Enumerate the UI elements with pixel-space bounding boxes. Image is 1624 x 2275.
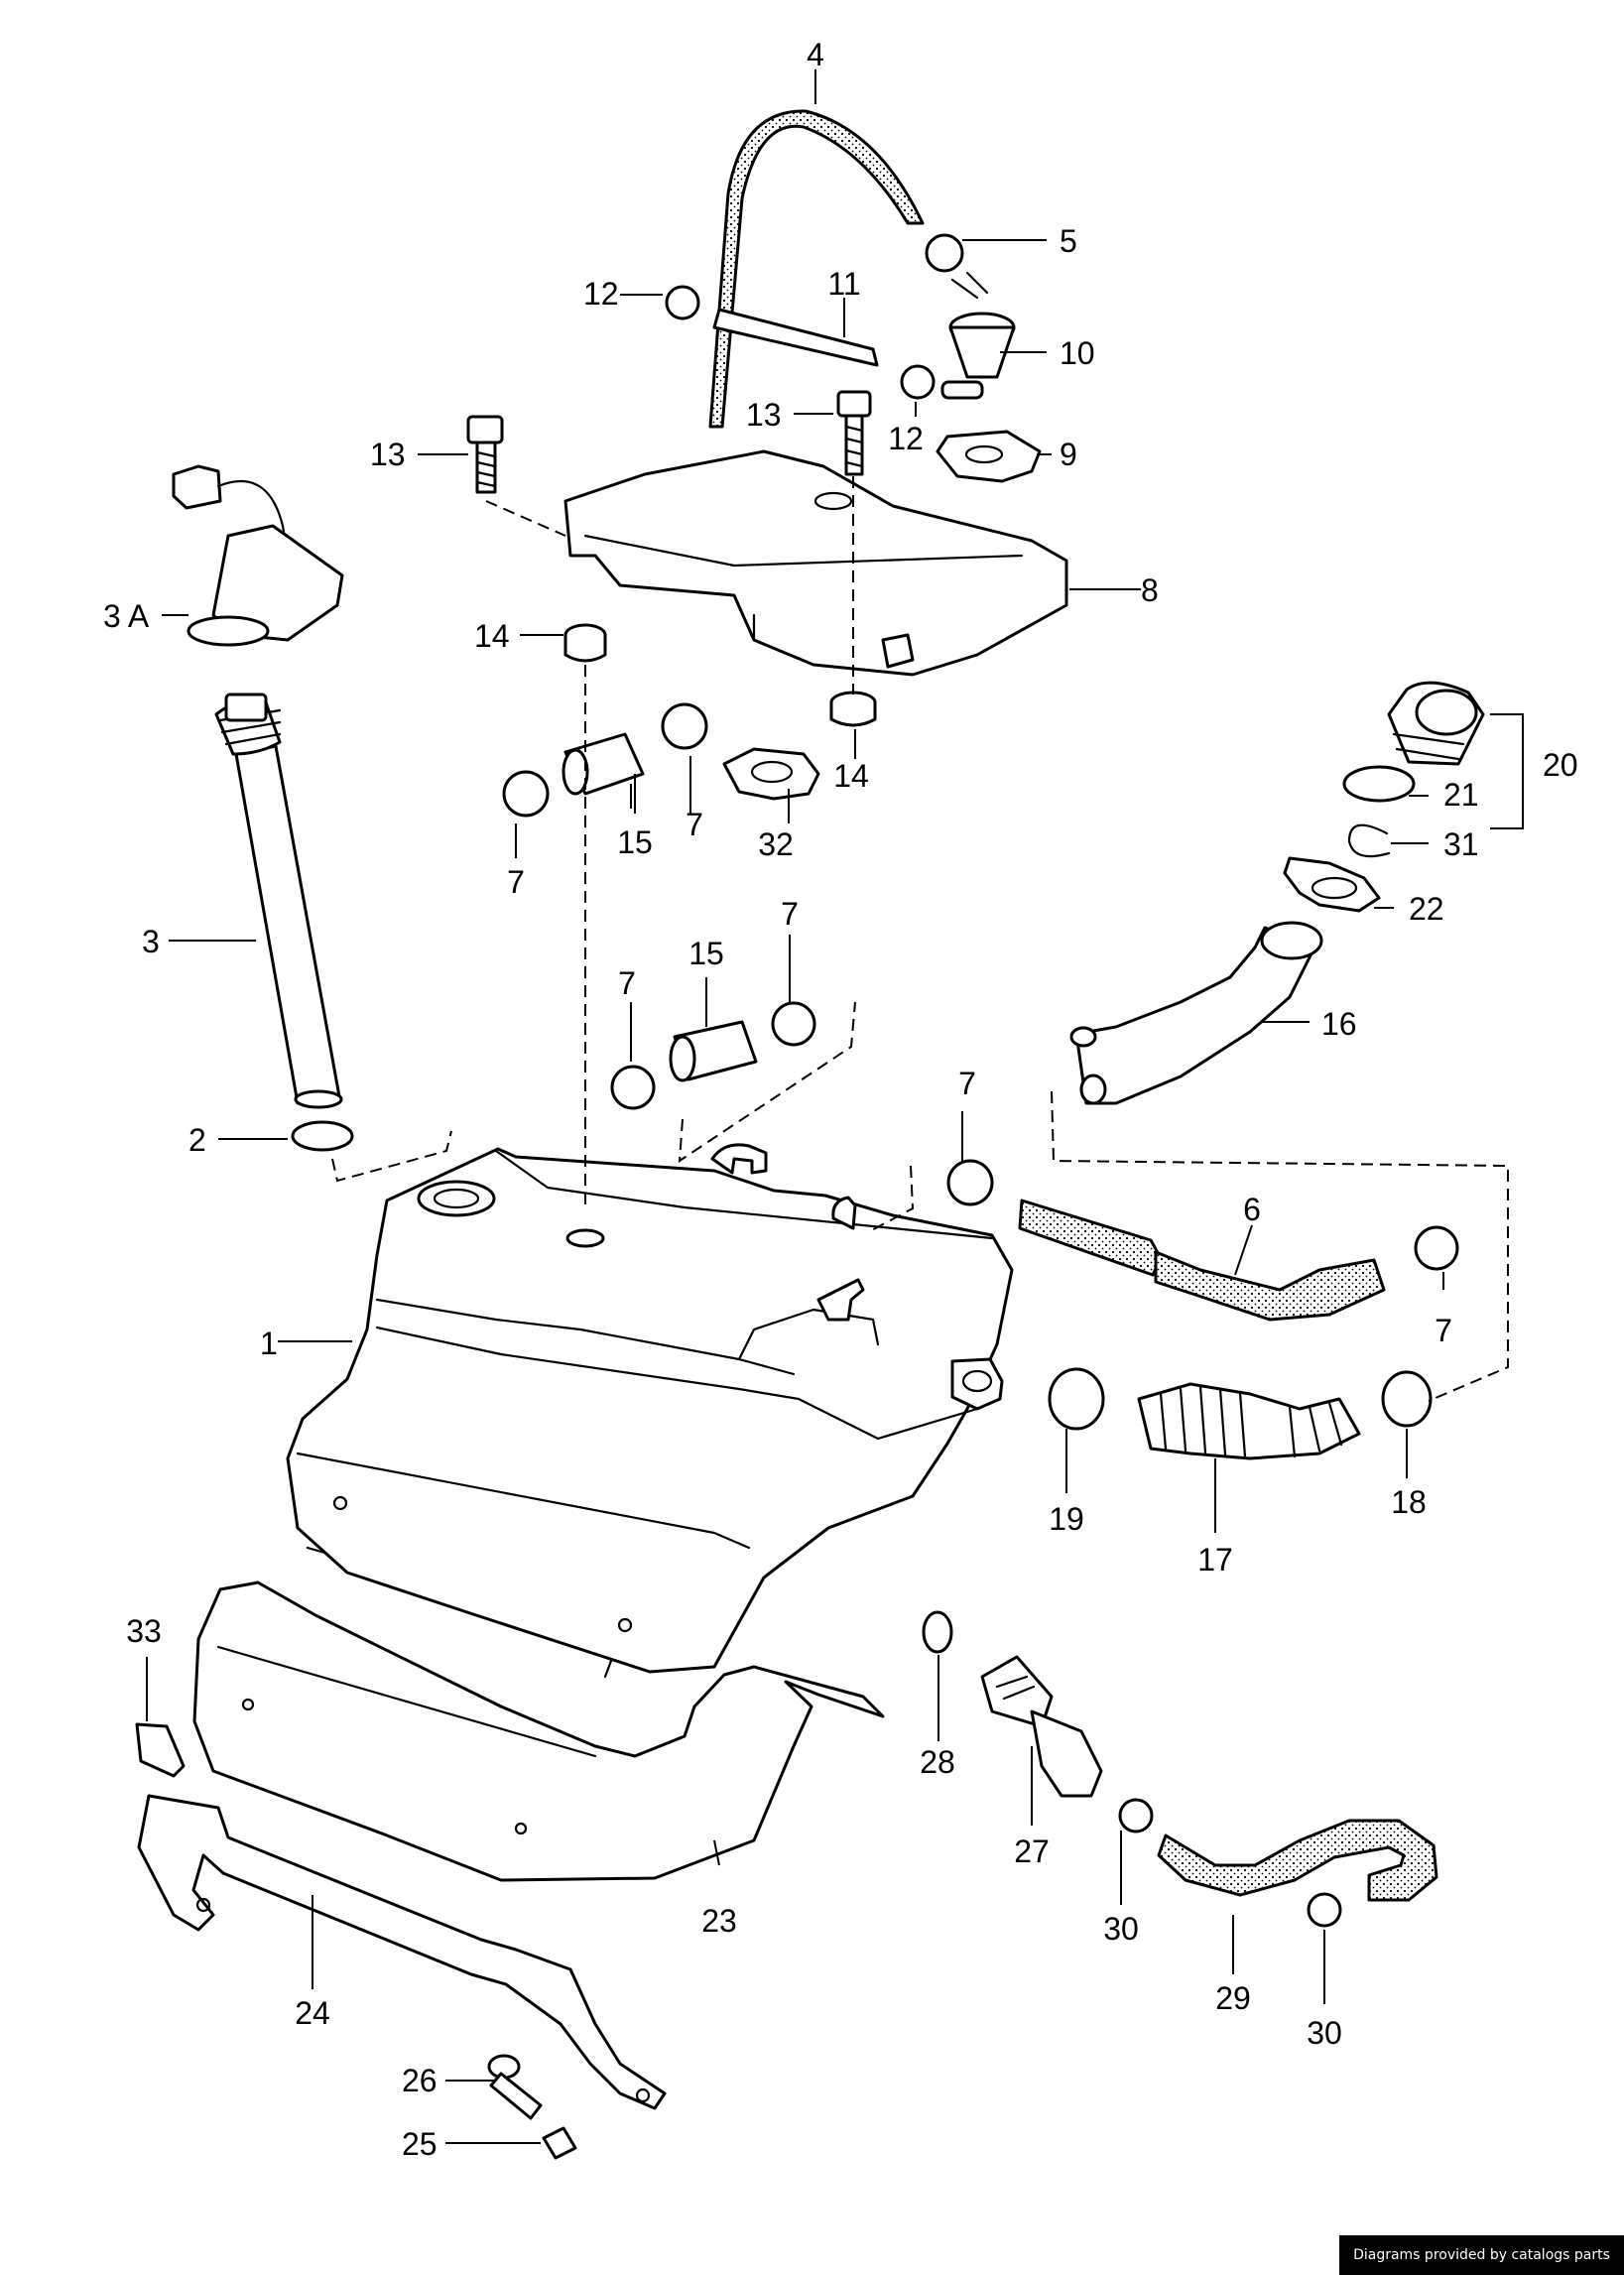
callout-28: 28: [920, 1744, 955, 1780]
callout-20: 20: [1543, 747, 1578, 783]
heat-shield-part: [192, 1546, 885, 1882]
callout-15-top: 15: [617, 824, 653, 860]
washer-part: [922, 1610, 953, 1654]
callout-1: 1: [260, 1326, 278, 1361]
callout-17: 17: [1197, 1542, 1233, 1578]
callout-21: 21: [1443, 777, 1479, 813]
valve-part: [940, 271, 1016, 400]
callout-11: 11: [827, 266, 860, 302]
callout-7-center: 7: [958, 1066, 976, 1101]
sealing-ring-part: [1342, 765, 1416, 803]
level-sender-part: [172, 464, 344, 647]
callout-26: 26: [402, 2063, 437, 2098]
drain-hose-part: [1157, 1819, 1438, 1902]
callout-33: 33: [126, 1613, 162, 1649]
callout-23: 23: [701, 1903, 737, 1939]
assembly-lines: [331, 476, 1509, 1402]
callout-4: 4: [807, 37, 824, 72]
callout-3: 3: [142, 924, 160, 959]
callout-13-right: 13: [746, 397, 782, 433]
callout-15-mid: 15: [688, 936, 724, 971]
tank-strap-part: [137, 1794, 667, 2110]
hose-clamp-part: [502, 702, 1459, 1271]
callout-7-mid-left: 7: [618, 965, 636, 1001]
callout-7-top-right: 7: [686, 807, 703, 842]
callout-30-left: 30: [1103, 1911, 1139, 1947]
callout-25: 25: [402, 2126, 437, 2162]
expansion-tank-part: [563, 449, 1068, 677]
diagram-credit: Diagrams provided by catalogs parts: [1339, 2235, 1624, 2275]
drain-clamp-part: [1118, 1798, 1342, 1928]
fuel-tank-part: [286, 1143, 1014, 1674]
large-clamp-part: [1048, 1367, 1433, 1431]
vent-hose-part: [708, 109, 925, 429]
callout-2: 2: [188, 1122, 206, 1158]
vent-clamp-part: [925, 233, 964, 273]
clip-part: [135, 1722, 186, 1778]
drain-valve-part: [980, 1655, 1103, 1798]
callout-12-left: 12: [583, 276, 619, 312]
bellows-hose-part: [1137, 1382, 1361, 1460]
callout-18: 18: [1391, 1484, 1427, 1520]
square-nut-part: [542, 2126, 577, 2160]
callout-22: 22: [1409, 891, 1444, 927]
bolt-part: [466, 390, 872, 494]
callout-3a: 3 A: [103, 598, 150, 634]
spacer-part: [722, 747, 820, 801]
callout-29: 29: [1215, 1980, 1251, 2016]
callout-8: 8: [1141, 572, 1159, 608]
callout-10: 10: [1060, 335, 1095, 371]
callout-31: 31: [1443, 826, 1479, 862]
filler-neck-part: [214, 693, 343, 1109]
short-hose-part: [562, 732, 758, 1082]
callout-16: 16: [1321, 1006, 1357, 1042]
leader-lines: [146, 69, 1524, 2144]
callout-14-right: 14: [833, 758, 869, 794]
callout-30-right: 30: [1307, 2015, 1342, 2051]
callout-13-left: 13: [370, 437, 406, 472]
grommet-part: [936, 430, 1042, 483]
callout-7-far-right: 7: [1435, 1313, 1452, 1348]
callout-12-right: 12: [888, 421, 924, 456]
gasket-part: [291, 1120, 354, 1152]
callout-19: 19: [1049, 1501, 1084, 1537]
filler-hose-part: [1069, 921, 1323, 1105]
rubber-buffer-part: [563, 623, 877, 727]
callout-7-top-left: 7: [507, 864, 525, 900]
strap-bolt-part: [487, 2054, 543, 2120]
callout-6: 6: [1243, 1192, 1261, 1227]
flange-part: [1283, 856, 1381, 913]
small-clamp-part: [665, 285, 936, 400]
breather-hose-part: [1018, 1199, 1386, 1322]
callout-24: 24: [295, 1995, 330, 2031]
callout-32: 32: [758, 826, 794, 862]
callout-labels: 4 5 12 11 10 13 12 9 13 8 3 A 14 20 14 2…: [103, 37, 1578, 2162]
fuel-cap-part: [1387, 681, 1485, 766]
connecting-hose-part: [712, 308, 879, 367]
callout-7-mid-right: 7: [781, 896, 799, 932]
circlip-part: [1347, 823, 1391, 858]
callout-9: 9: [1060, 437, 1077, 472]
callout-5: 5: [1060, 223, 1077, 259]
callout-14-left: 14: [474, 618, 510, 654]
callout-27: 27: [1014, 1833, 1050, 1869]
